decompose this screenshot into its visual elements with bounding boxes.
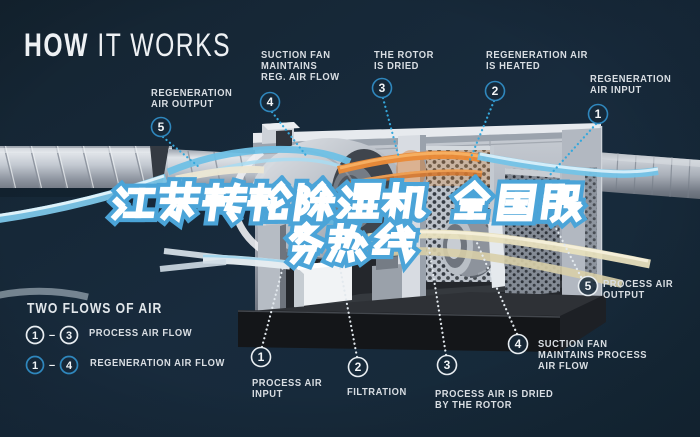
svg-text:1: 1 [32,330,38,342]
svg-text:3: 3 [66,330,72,342]
svg-text:4: 4 [66,360,73,372]
svg-text:–: – [49,360,55,372]
svg-text:–: – [49,330,55,342]
svg-text:3: 3 [379,81,386,95]
svg-text:2: 2 [355,360,362,374]
svg-text:3: 3 [444,358,451,372]
svg-text:1: 1 [258,350,265,364]
svg-text:2: 2 [492,84,499,98]
svg-text:1: 1 [32,360,38,372]
svg-text:5: 5 [158,120,165,134]
svg-text:4: 4 [267,95,274,109]
svg-text:4: 4 [515,337,522,351]
svg-text:5: 5 [585,279,592,293]
svg-text:1: 1 [595,107,602,121]
